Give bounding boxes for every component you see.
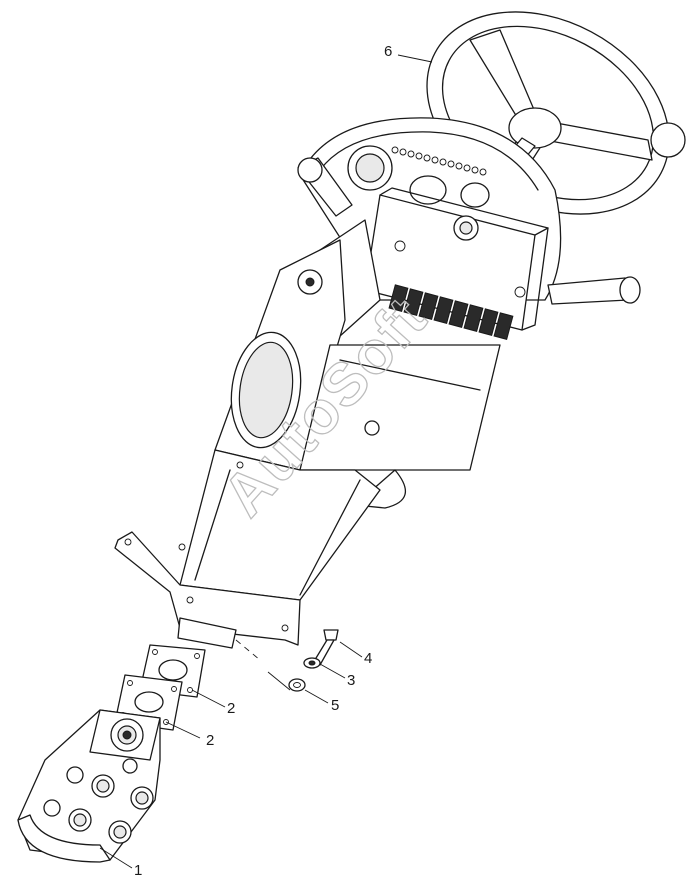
column-housing [178,219,501,601]
callout-2-upper: 2 [227,700,235,717]
steering-control-unit [17,709,161,863]
left-stalk-switch [297,157,353,217]
warning-lamps [391,146,487,176]
lock-washer [303,657,321,669]
callout-3: 3 [347,672,355,689]
switch-console [364,187,549,341]
nut [288,678,306,692]
leader-lines [99,54,433,869]
right-stalk-switch [547,276,641,305]
callout-2-lower: 2 [206,732,214,749]
callout-1: 1 [134,862,142,879]
callout-4: 4 [364,650,372,667]
rocker-switch-row [388,284,514,341]
bolt [312,629,339,666]
callout-5: 5 [331,697,339,714]
callout-6: 6 [384,43,392,60]
mounting-flange [114,531,301,649]
